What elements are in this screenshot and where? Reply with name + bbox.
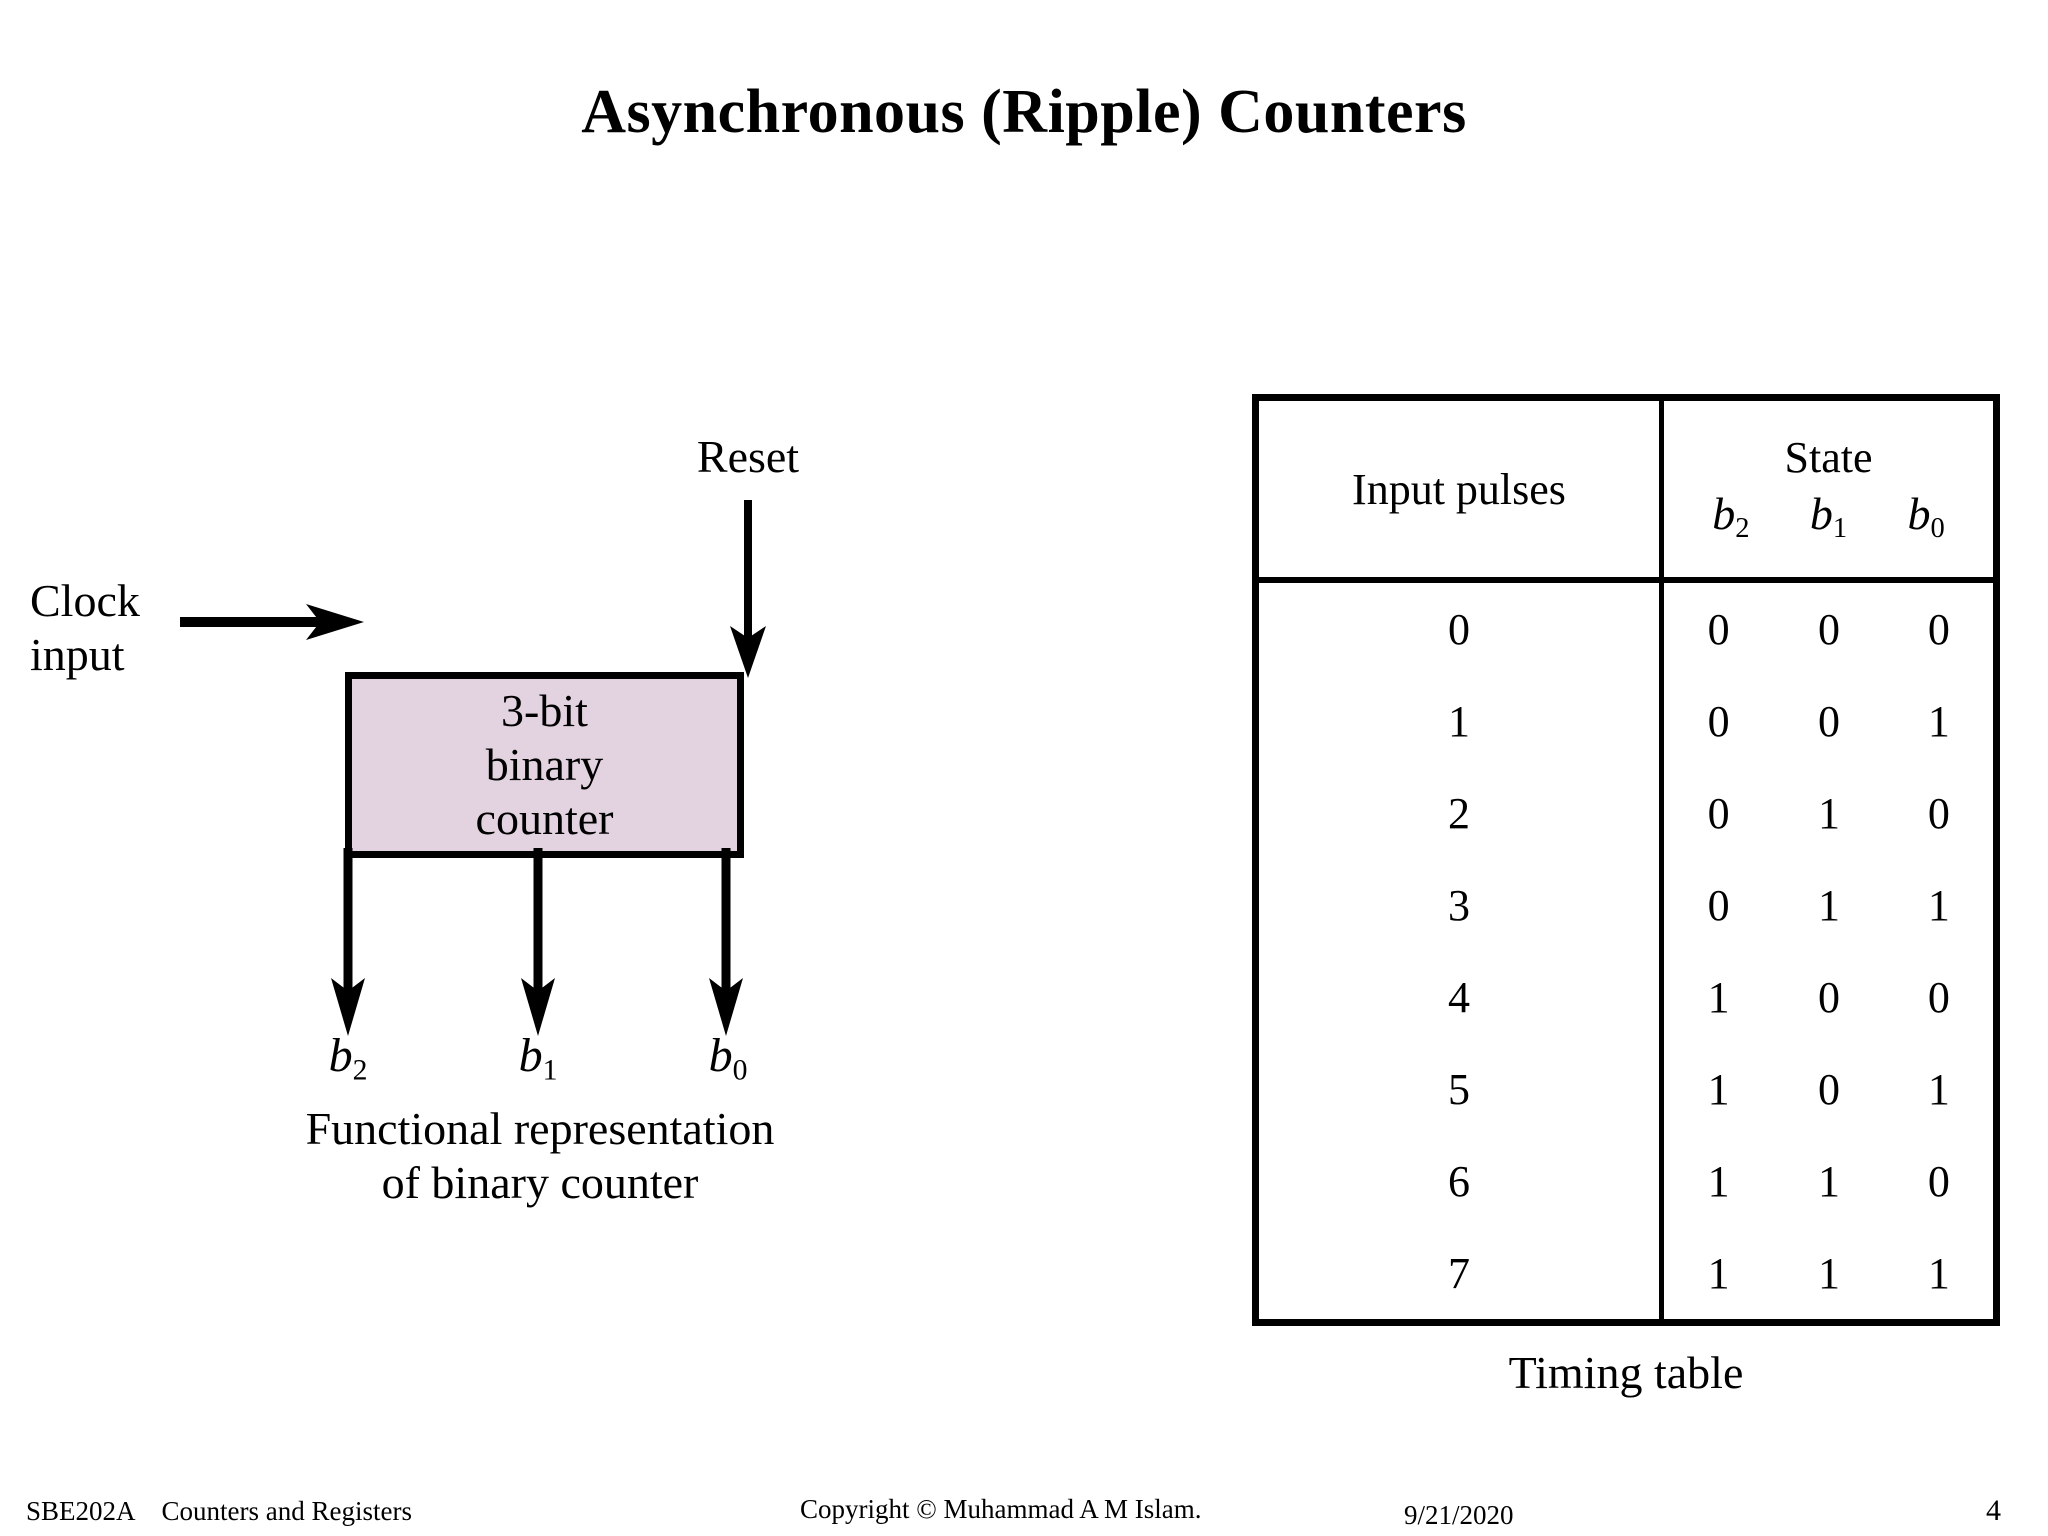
cell-b2: 1	[1707, 972, 1730, 1022]
cell-b2: 0	[1707, 788, 1730, 838]
column-header-b0: b0	[1907, 488, 1945, 545]
reset-label: Reset	[696, 431, 800, 482]
cell-input-pulse: 4	[1255, 951, 1664, 1043]
cell-b2: 0	[1707, 604, 1730, 654]
cell-b0: 0	[1927, 604, 1950, 654]
cell-input-pulse: 3	[1255, 859, 1664, 951]
output-label-b0: b0	[668, 1028, 788, 1087]
footer-course-name: Counters and Registers	[161, 1496, 412, 1526]
output-arrow-b0-icon	[709, 848, 743, 1036]
cell-b1: 0	[1817, 972, 1840, 1022]
cell-b0: 0	[1927, 1156, 1950, 1206]
page-title: Asynchronous (Ripple) Counters	[581, 78, 1467, 146]
cell-b2: 1	[1707, 1248, 1730, 1298]
clock-input-arrow-icon	[180, 604, 364, 640]
cell-b2: 1	[1707, 1156, 1730, 1206]
cell-b0: 0	[1927, 972, 1950, 1022]
output-arrow-b2-icon	[331, 848, 365, 1036]
clock-label-line2: input	[30, 629, 125, 681]
cell-input-pulse: 7	[1255, 1227, 1664, 1323]
cell-b1: 0	[1817, 1064, 1840, 1114]
counter-block-line1: 3-bit	[501, 685, 588, 737]
block-diagram: Reset Clock input 3-bit binary counter	[0, 430, 1120, 1430]
output-label-b0-sub: 0	[732, 1053, 748, 1087]
cell-input-pulse: 1	[1255, 675, 1664, 767]
counter-block-line2: binary	[485, 739, 604, 791]
counter-block-line3: counter	[475, 792, 614, 844]
counter-block: 3-bit binary counter	[345, 672, 744, 858]
reset-arrow-icon	[730, 500, 766, 678]
output-label-b0-base: b	[708, 1029, 733, 1082]
diagram-caption: Functional representation of binary coun…	[130, 1102, 950, 1210]
footer-course-code: SBE202A	[26, 1496, 136, 1526]
cell-b1: 1	[1817, 880, 1840, 930]
diagram-caption-line2: of binary counter	[381, 1156, 699, 1208]
footer-copyright: Copyright © Muhammad A M Islam.	[800, 1494, 1202, 1524]
cell-input-pulse: 2	[1255, 767, 1664, 859]
output-label-b2-base: b	[328, 1029, 353, 1082]
clock-label-line1: Clock	[30, 575, 140, 626]
cell-b2: 0	[1707, 880, 1730, 930]
cell-b2: 1	[1707, 1064, 1730, 1114]
column-header-b1: b1	[1809, 488, 1848, 545]
column-header-state: State b2 b1 b0	[1661, 397, 1997, 583]
cell-b1: 1	[1817, 1248, 1840, 1298]
cell-b0: 1	[1927, 1064, 1950, 1114]
diagram-caption-line1: Functional representation	[305, 1103, 775, 1154]
footer-course: SBE202A Counters and Registers	[26, 1496, 412, 1527]
cell-input-pulse: 0	[1255, 580, 1664, 675]
cell-b0: 1	[1927, 696, 1950, 746]
timing-table-caption: Timing table	[1508, 1347, 1744, 1398]
cell-input-pulse: 5	[1255, 1043, 1664, 1135]
output-arrow-b1-icon	[521, 848, 555, 1036]
output-label-b1-sub: 1	[542, 1053, 558, 1087]
column-header-b2: b2	[1712, 488, 1750, 545]
state-bit-headers: b2 b1 b0	[1664, 481, 1993, 559]
cell-b0: 1	[1927, 1248, 1950, 1298]
cell-b1: 1	[1817, 1156, 1840, 1206]
column-header-input-pulses: Input pulses	[1255, 397, 1664, 583]
footer-date: 9/21/2020	[1404, 1500, 1514, 1530]
footer-page-number: 4	[1986, 1494, 2001, 1527]
state-title: State	[1784, 432, 1873, 482]
output-label-b1: b1	[478, 1028, 598, 1087]
cell-b1: 0	[1817, 604, 1840, 654]
timing-table-head: Input pulses State b2 b1 b0	[1255, 397, 1997, 583]
cell-b2: 0	[1707, 696, 1730, 746]
clock-input-label: Clock input	[30, 574, 220, 683]
table-header-row: Input pulses State b2 b1 b0	[1255, 397, 1997, 583]
cell-b0: 1	[1927, 880, 1950, 930]
cell-b1: 0	[1817, 696, 1840, 746]
output-label-b2: b2	[288, 1028, 408, 1087]
output-label-b2-sub: 2	[352, 1053, 368, 1087]
cell-b1: 1	[1817, 788, 1840, 838]
cell-input-pulse: 6	[1255, 1135, 1664, 1227]
cell-b0: 0	[1927, 788, 1950, 838]
output-label-b1-base: b	[518, 1029, 543, 1082]
